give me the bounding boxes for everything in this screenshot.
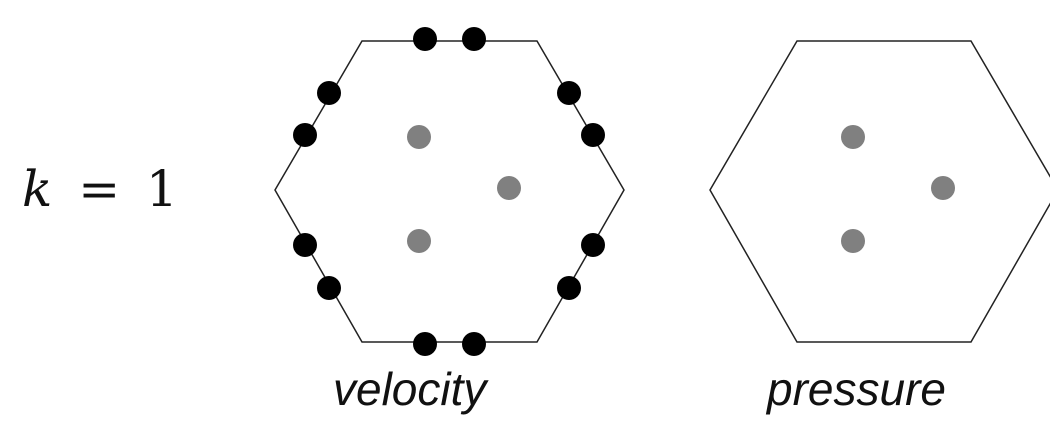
pressure-interior-node: [931, 176, 955, 200]
velocity-edge-node: [462, 332, 486, 356]
pressure-hexagon: [709, 40, 1050, 343]
velocity-edge-node: [557, 276, 581, 300]
velocity-interior-node: [407, 229, 431, 253]
velocity-hexagon: [274, 40, 625, 343]
velocity-edge-node: [581, 233, 605, 257]
k-value: 1: [146, 160, 178, 218]
velocity-edge-node: [317, 81, 341, 105]
velocity-interior-node: [497, 176, 521, 200]
velocity-edge-node: [413, 332, 437, 356]
k-equals-label: k = 1: [22, 160, 178, 218]
velocity-caption: velocity: [333, 363, 487, 415]
velocity-edge-nodes: [293, 27, 605, 356]
pressure-interior-node: [841, 229, 865, 253]
velocity-element: [274, 27, 625, 356]
pressure-element: [709, 40, 1050, 343]
velocity-edge-node: [413, 27, 437, 51]
pressure-interior-node: [841, 125, 865, 149]
velocity-edge-node: [317, 276, 341, 300]
velocity-edge-node: [462, 27, 486, 51]
equals-sign: =: [78, 160, 121, 218]
velocity-edge-node: [293, 233, 317, 257]
velocity-interior-node: [407, 125, 431, 149]
velocity-interior-nodes: [407, 125, 521, 253]
pressure-caption: pressure: [767, 363, 946, 415]
pressure-interior-nodes: [841, 125, 955, 253]
velocity-edge-node: [557, 81, 581, 105]
velocity-edge-node: [581, 123, 605, 147]
k-variable: k: [22, 160, 53, 218]
velocity-edge-node: [293, 123, 317, 147]
